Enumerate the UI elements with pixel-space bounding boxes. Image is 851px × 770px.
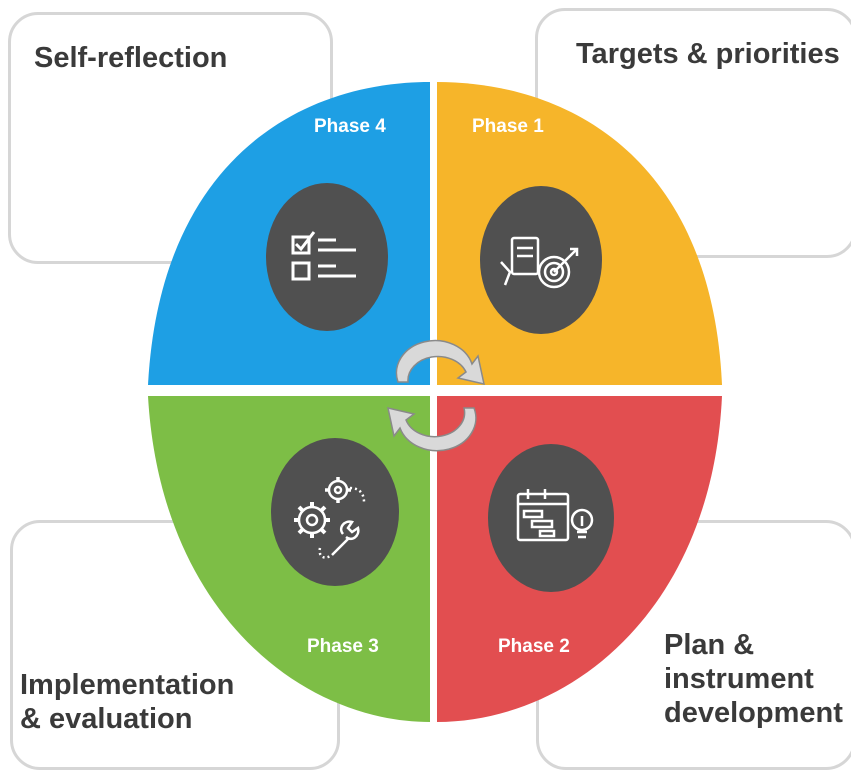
implementation-evaluation-label: Implementation & evaluation [20, 668, 234, 736]
checklist-icon [266, 183, 388, 331]
phase3-label: Phase 3 [307, 636, 379, 657]
phase1-label: Phase 1 [472, 116, 544, 137]
phase2-label: Phase 2 [498, 636, 570, 657]
plan-instrument-line-1: Plan & [664, 629, 755, 661]
plan-instrument-label: Plan & instrument development [664, 628, 843, 731]
target-plan-icon [480, 186, 602, 334]
implementation-evaluation-line-2: & evaluation [20, 703, 193, 736]
plan-instrument-line-2: instrument [664, 663, 814, 696]
cycle-arrows-icon [387, 339, 485, 452]
implementation-evaluation-line-1: Implementation [20, 669, 235, 701]
targets-priorities-label: Targets & priorities [576, 38, 840, 70]
phase4-label: Phase 4 [314, 116, 386, 137]
calendar-gantt-idea-icon [488, 444, 614, 592]
self-reflection-label: Self-reflection [34, 42, 228, 74]
plan-instrument-line-3: development [664, 697, 843, 730]
gears-wrench-icon [271, 438, 399, 586]
